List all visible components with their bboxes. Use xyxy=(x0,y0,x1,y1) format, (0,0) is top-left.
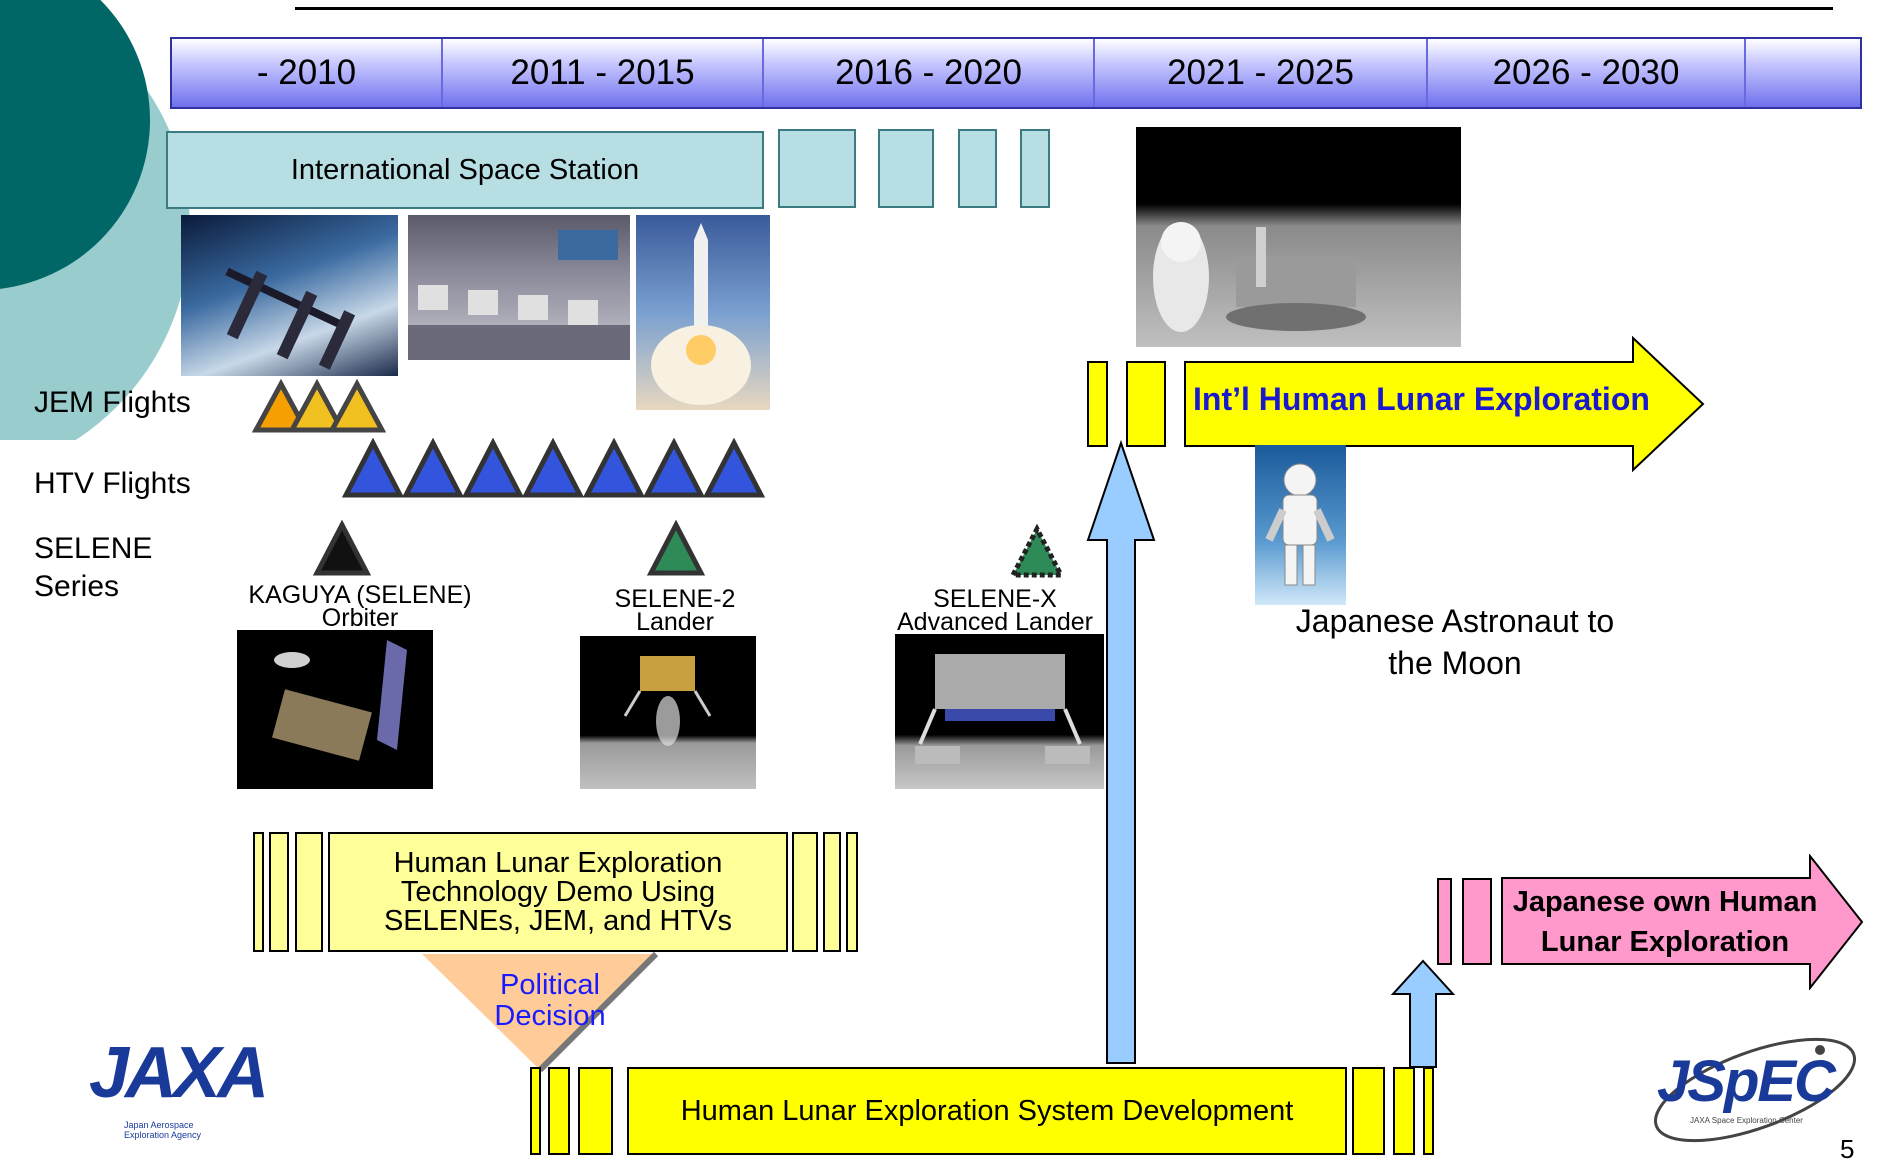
sysdev-fade-block xyxy=(1352,1067,1385,1155)
jaxa-logo: JAXA Japan Aerospace Exploration Agency xyxy=(89,1033,269,1140)
timeline-period-2: 2011 - 2015 xyxy=(443,39,764,107)
political-decision-line2: Decision xyxy=(494,1000,606,1032)
astronaut-caption: Japanese Astronaut to the Moon xyxy=(1240,600,1670,684)
selenex-marker xyxy=(1008,524,1066,578)
control-room-photo xyxy=(408,215,630,360)
selene-series-label-line1: SELENE xyxy=(34,532,153,565)
demo-fade-block xyxy=(792,832,818,952)
timeline-bar: - 2010 2011 - 2015 2016 - 2020 2021 - 20… xyxy=(170,37,1862,109)
timeline-period-6 xyxy=(1746,39,1860,107)
kaguya-caption-line1: KAGUYA (SELENE) xyxy=(248,581,472,609)
selene2-caption-line2: Lander xyxy=(636,608,714,636)
intl-fade-block xyxy=(1087,361,1108,447)
iss-bar: International Space Station xyxy=(166,131,764,209)
demo-fade-block xyxy=(269,832,289,952)
sysdev-fade-block xyxy=(548,1067,570,1155)
kaguya-marker xyxy=(312,520,372,576)
timeline-period-3: 2016 - 2020 xyxy=(764,39,1095,107)
htv-flight-triangle xyxy=(401,438,465,498)
astronaut-caption-line1: Japanese Astronaut to xyxy=(1295,603,1615,639)
tech-demo-line2: Technology Demo Using xyxy=(400,875,716,908)
timeline-period-5: 2026 - 2030 xyxy=(1428,39,1746,107)
selenex-caption-line2: Advanced Lander xyxy=(897,608,1093,636)
tech-demo-line3: SELENEs, JEM, and HTVs xyxy=(383,904,733,937)
system-development-bar: Human Lunar Exploration System Developme… xyxy=(627,1067,1347,1155)
timeline-period-1: - 2010 xyxy=(172,39,443,107)
sysdev-fade-block xyxy=(530,1067,541,1155)
sysdev-fade-block xyxy=(1393,1067,1415,1155)
tech-demo-box: Human Lunar Exploration Technology Demo … xyxy=(328,832,788,952)
iss-fade-block xyxy=(778,129,856,208)
htv-flight-markers xyxy=(342,438,766,498)
htv-flight-triangle xyxy=(582,438,646,498)
selene-series-label-line2: Series xyxy=(34,570,120,603)
demo-fade-block xyxy=(295,832,323,952)
jspec-logo: JSpEC JAXA Space Exploration Center xyxy=(1635,1020,1865,1150)
selene2-caption-line1: SELENE-2 xyxy=(614,585,736,613)
htv-flight-triangle xyxy=(642,438,706,498)
kaguya-caption-line2: Orbiter xyxy=(321,604,399,632)
japanese-own-line2: Lunar Exploration xyxy=(1540,926,1790,958)
selene2-caption: SELENE-2 Lander xyxy=(580,585,770,636)
selene2-marker xyxy=(646,520,706,576)
intl-fade-block xyxy=(1126,361,1166,447)
japanese-own-label: Japanese own Human Lunar Exploration xyxy=(1480,882,1850,962)
corner-decoration xyxy=(0,0,190,440)
jem-flights-label: JEM Flights xyxy=(34,386,191,419)
political-decision-label: Political Decision xyxy=(470,970,630,1032)
political-decision-line1: Political xyxy=(500,969,600,1001)
political-decision-funnel xyxy=(422,952,659,1073)
iss-photo xyxy=(181,215,398,376)
jem-flight-markers xyxy=(252,378,387,433)
page-number: 5 xyxy=(1840,1134,1855,1164)
iss-fade-block xyxy=(1020,129,1050,208)
japanese-own-arrow xyxy=(1501,854,1864,990)
intl-exploration-label: Int’l Human Lunar Exploration xyxy=(1193,381,1650,417)
intl-up-arrow xyxy=(1086,440,1156,1064)
htv-flight-triangle xyxy=(521,438,585,498)
demo-fade-block xyxy=(846,832,858,952)
htv-flight-triangle xyxy=(702,438,766,498)
astronaut-image xyxy=(1255,445,1346,605)
tech-demo-line1: Human Lunar Exploration xyxy=(393,846,723,879)
japanese-own-fade-block xyxy=(1437,878,1452,965)
demo-fade-block xyxy=(823,832,841,952)
htv-flight-triangle xyxy=(461,438,525,498)
top-rule xyxy=(295,7,1833,10)
japanese-own-up-arrow xyxy=(1390,959,1456,1068)
selenex-caption-line1: SELENE-X xyxy=(933,585,1057,613)
htv-flight-triangle xyxy=(342,438,405,498)
iss-fade-block xyxy=(878,129,934,208)
htv-flights-label: HTV Flights xyxy=(34,467,191,500)
selenex-lander-photo xyxy=(895,634,1104,789)
japanese-own-line1: Japanese own Human xyxy=(1512,886,1818,918)
selene2-lander-photo xyxy=(580,636,756,789)
rocket-launch-photo xyxy=(636,215,770,410)
moon-base-photo xyxy=(1136,127,1461,347)
sysdev-fade-block xyxy=(1423,1067,1434,1155)
iss-fade-block xyxy=(958,129,997,208)
selenex-caption: SELENE-X Advanced Lander xyxy=(880,585,1110,636)
timeline-period-4: 2021 - 2025 xyxy=(1095,39,1428,107)
japanese-own-fade-block xyxy=(1462,878,1492,965)
kaguya-caption: KAGUYA (SELENE) Orbiter xyxy=(230,581,490,632)
demo-fade-block xyxy=(253,832,264,952)
jem-flight-triangle xyxy=(252,378,311,433)
astronaut-caption-line2: the Moon xyxy=(1388,645,1522,681)
sysdev-fade-block xyxy=(578,1067,613,1155)
jem-flight-triangle xyxy=(287,378,347,433)
kaguya-orbiter-photo xyxy=(237,630,433,789)
jem-flight-triangle xyxy=(327,378,387,433)
